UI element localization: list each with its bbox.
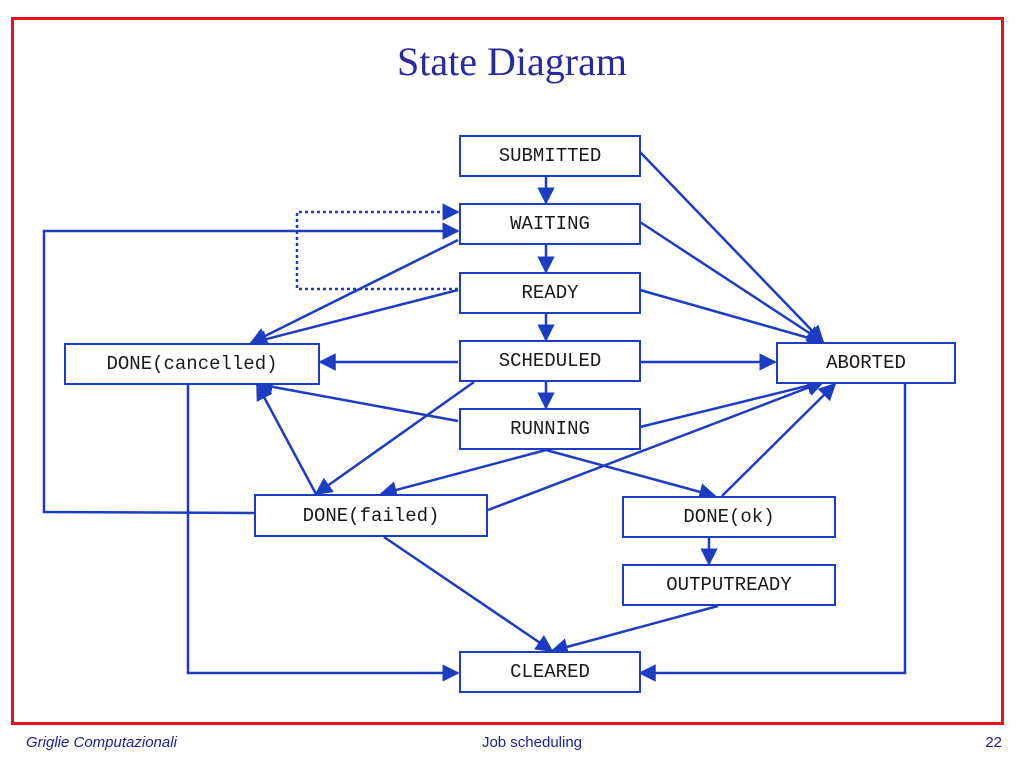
state-waiting: WAITING: [459, 203, 641, 245]
edge-submitted-aborted: [639, 151, 825, 344]
footer-page-number: 22: [985, 734, 1002, 751]
footer-topic: Job scheduling: [481, 734, 583, 751]
edge-cancelled-cleared: [186, 382, 460, 682]
slide-title: State Diagram: [397, 39, 627, 84]
state-cleared: CLEARED: [459, 651, 641, 693]
edge-ready-aborted: [639, 288, 825, 347]
edge-running-failed: [379, 448, 547, 499]
state-scheduled: SCHEDULED: [459, 340, 641, 382]
footer-course: Griglie Computazionali: [26, 734, 177, 751]
edge-running-cancelled: [255, 378, 459, 423]
edge-ready-waiting-dotted: [295, 203, 460, 291]
edge-failed-aborted: [487, 379, 825, 512]
edge-failed-cleared: [383, 535, 554, 653]
state-done-cancelled: DONE(cancelled): [64, 343, 320, 385]
state-running: RUNNING: [459, 408, 641, 450]
edge-outputready-cleared: [550, 604, 719, 656]
edge-waiting-cancelled: [249, 238, 459, 345]
state-submitted: SUBMITTED: [459, 135, 641, 177]
state-done-ok: DONE(ok): [622, 496, 836, 538]
state-outputready: OUTPUTREADY: [622, 564, 836, 606]
edge-ok-aborted: [721, 382, 837, 497]
state-aborted: ABORTED: [776, 342, 956, 384]
edge-waiting-aborted: [639, 220, 825, 344]
edge-failed-waiting: [42, 222, 460, 515]
edge-running-ok: [545, 448, 717, 501]
slide-frame: [11, 17, 1004, 725]
edge-scheduled-failed: [314, 380, 475, 496]
edge-aborted-cleared: [638, 384, 907, 682]
edge-ready-cancelled: [249, 288, 459, 348]
state-done-failed: DONE(failed): [254, 494, 488, 537]
edge-running-aborted: [639, 377, 825, 429]
state-ready: READY: [459, 272, 641, 314]
edge-failed-cancelled: [255, 382, 318, 495]
